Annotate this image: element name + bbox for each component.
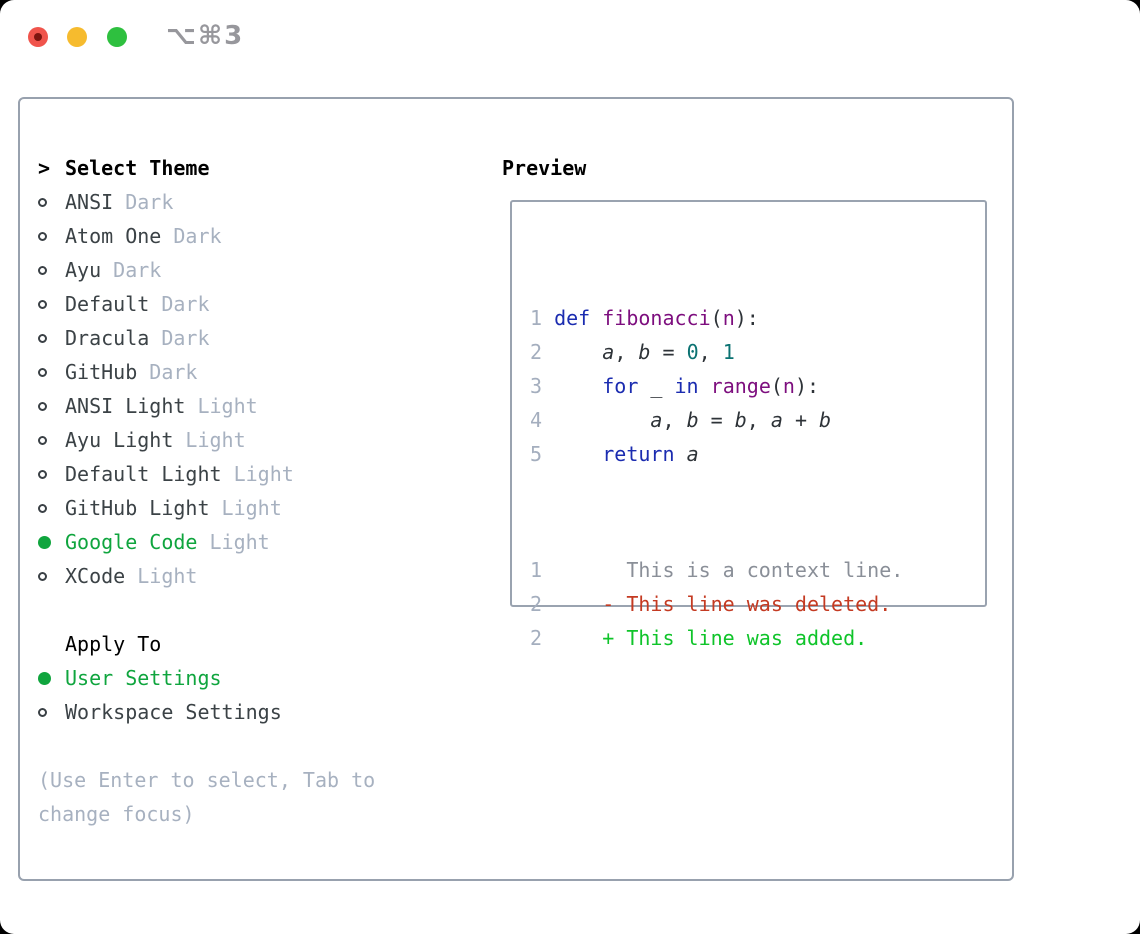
theme-option-label: Ayu — [65, 258, 102, 282]
code-line: 4 a, b = b, a + b — [530, 408, 832, 432]
theme-variant-label: Dark — [149, 292, 210, 316]
radio-unselected-icon — [38, 231, 47, 241]
theme-option-ayu-light[interactable]: Ayu Light Light — [38, 423, 450, 457]
radio-unselected-icon — [38, 503, 47, 513]
line-number: 1 — [530, 558, 555, 582]
line-number: 4 — [530, 408, 555, 432]
theme-variant-label: Dark — [149, 326, 210, 350]
theme-option-label: Atom One — [65, 224, 162, 248]
radio-selected-icon — [38, 535, 51, 549]
apply-to-header-row: Apply To — [38, 627, 450, 661]
theme-option-dracula[interactable]: Dracula Dark — [38, 321, 450, 355]
apply-option-label: Workspace Settings — [65, 700, 282, 724]
theme-option-default[interactable]: Default Dark — [38, 287, 450, 321]
theme-option-google-code[interactable]: Google Code Light — [38, 525, 450, 559]
select-theme-header: Select Theme — [65, 156, 210, 180]
radio-unselected-icon — [38, 333, 47, 343]
code-sample: 1 def fibonacci(n): 2 a, b = 0, 1 3 for _ … — [530, 301, 903, 471]
diff-line: 1 This is a context line. — [530, 558, 904, 582]
theme-option-label: Default Light — [65, 462, 222, 486]
theme-variant-label: Light — [125, 564, 198, 588]
theme-option-label: ANSI — [65, 190, 114, 214]
theme-option-label: Default — [65, 292, 150, 316]
minimize-button[interactable] — [67, 27, 87, 47]
code-line: 5 return a — [530, 442, 699, 466]
theme-variant-label: Dark — [161, 224, 222, 248]
diff-sample: 1 This is a context line. 2 - This line w… — [530, 553, 903, 655]
preview-code: 1 def fibonacci(n): 2 a, b = 0, 1 3 for _ … — [530, 253, 903, 703]
line-number: 2 — [530, 626, 555, 650]
spacer — [38, 593, 450, 627]
radio-selected-icon — [38, 671, 51, 685]
code-line: 3 for _ in range(n): — [530, 374, 820, 398]
zoom-button[interactable] — [107, 27, 127, 47]
theme-option-label: Dracula — [65, 326, 150, 350]
code-line: 2 a, b = 0, 1 — [530, 340, 735, 364]
close-button-dot-icon — [34, 33, 42, 41]
line-number: 2 — [530, 340, 555, 364]
theme-variant-label: Light — [173, 428, 246, 452]
window-shortcut-label: ⌥⌘3 — [166, 21, 245, 51]
theme-variant-label: Light — [185, 394, 258, 418]
diff-line: 2 - This line was deleted. — [530, 592, 892, 616]
select-theme-header-row: > Select Theme — [38, 151, 450, 185]
theme-option-github-light[interactable]: GitHub Light Light — [38, 491, 450, 525]
theme-variant-label: Dark — [101, 258, 162, 282]
radio-unselected-icon — [38, 435, 47, 445]
theme-variant-label: Dark — [137, 360, 198, 384]
theme-option-label: Google Code — [65, 530, 198, 554]
radio-unselected-icon — [38, 197, 47, 207]
theme-option-ayu[interactable]: Ayu Dark — [38, 253, 450, 287]
apply-to-header: Apply To — [65, 632, 162, 656]
code-line: 1 def fibonacci(n): — [530, 306, 759, 330]
theme-option-default-light[interactable]: Default Light Light — [38, 457, 450, 491]
radio-unselected-icon — [38, 707, 47, 717]
theme-option-atom-one[interactable]: Atom One Dark — [38, 219, 450, 253]
close-button[interactable] — [28, 27, 48, 47]
theme-option-github[interactable]: GitHub Dark — [38, 355, 450, 389]
radio-unselected-icon — [38, 299, 47, 309]
cursor-icon: > — [38, 156, 51, 180]
apply-option-label: User Settings — [65, 666, 222, 690]
theme-option-label: GitHub Light — [65, 496, 210, 520]
preview-header: Preview — [502, 156, 587, 180]
theme-option-label: Ayu Light — [65, 428, 174, 452]
diff-line: 2 + This line was added. — [530, 626, 868, 650]
apply-option-user-settings[interactable]: User Settings — [38, 661, 450, 695]
radio-unselected-icon — [38, 571, 47, 581]
preview-box: 1 def fibonacci(n): 2 a, b = 0, 1 3 for _ … — [510, 200, 987, 650]
line-number: 3 — [530, 374, 555, 398]
radio-unselected-icon — [38, 401, 47, 411]
apply-option-workspace-settings[interactable]: Workspace Settings — [38, 695, 450, 729]
theme-variant-label: Light — [221, 462, 294, 486]
theme-option-ansi[interactable]: ANSI Dark — [38, 185, 450, 219]
spacer — [38, 729, 450, 763]
line-number: 2 — [530, 592, 555, 616]
window-titlebar: ⌥⌘3 — [0, 0, 1140, 97]
theme-option-label: GitHub — [65, 360, 138, 384]
radio-unselected-icon — [38, 265, 47, 275]
line-number: 1 — [530, 306, 555, 330]
radio-unselected-icon — [38, 469, 47, 479]
theme-option-xcode[interactable]: XCode Light — [38, 559, 450, 593]
theme-variant-label: Dark — [113, 190, 174, 214]
line-number: 5 — [530, 442, 555, 466]
theme-variant-label: Light — [209, 496, 282, 520]
theme-option-ansi-light[interactable]: ANSI Light Light — [38, 389, 450, 423]
theme-variant-label: Light — [197, 530, 270, 554]
theme-option-label: XCode — [65, 564, 126, 588]
help-text: (Use Enter to select, Tab to change focu… — [38, 768, 376, 826]
radio-unselected-icon — [38, 367, 47, 377]
theme-option-label: ANSI Light — [65, 394, 186, 418]
